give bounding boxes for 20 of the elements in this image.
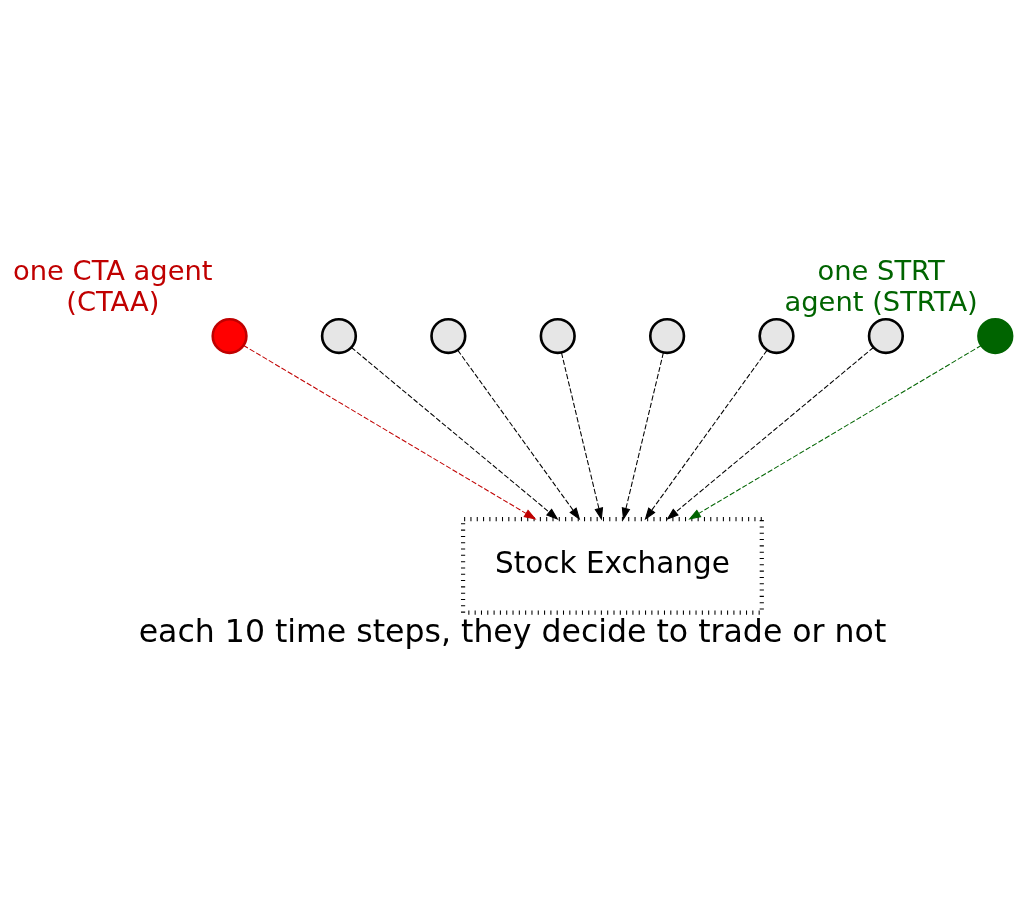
arrow	[644, 349, 768, 520]
caption: each 10 time steps, they decide to trade or not	[138, 612, 887, 649]
node-circle	[320, 317, 358, 354]
arrow	[560, 351, 604, 520]
node-label: one CTA agent (CTAA)	[13, 254, 213, 317]
node-box: Stock Exchange	[460, 516, 764, 615]
node-circle	[648, 317, 686, 354]
node-circle	[211, 317, 248, 354]
arrow	[666, 346, 874, 520]
node-label: one STRT agent (STRTA)	[784, 254, 978, 317]
arrow	[621, 351, 664, 520]
node-circle	[977, 317, 1014, 354]
node-circle	[758, 317, 795, 354]
arrow	[457, 349, 581, 520]
node-circle	[430, 317, 467, 354]
node-circle	[867, 317, 905, 354]
arrow	[350, 346, 559, 520]
node-circle	[539, 317, 576, 354]
arrow	[243, 344, 537, 520]
arrow	[688, 344, 982, 520]
